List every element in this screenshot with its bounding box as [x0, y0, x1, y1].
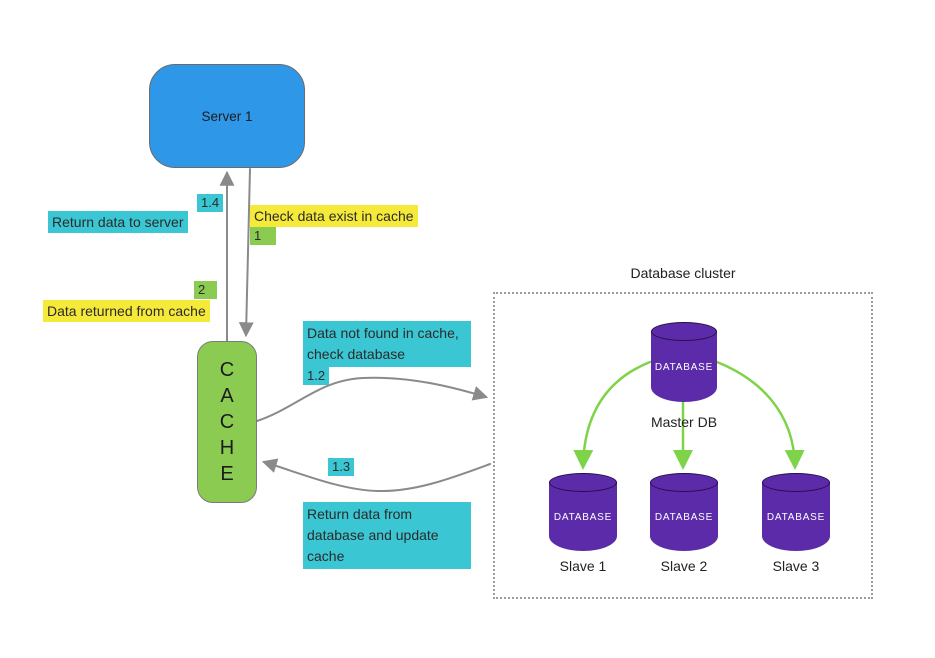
label-return-data-from-db: Return data from database and update cac…: [303, 502, 471, 569]
cache-letter: A: [220, 385, 234, 407]
slave-2-caption: Slave 2: [660, 558, 708, 574]
cylinder-top: [650, 473, 718, 492]
cylinder-body: [549, 482, 617, 551]
database-cluster-title: Database cluster: [630, 265, 736, 281]
badge-step-1: 1: [250, 227, 276, 245]
master-db-cylinder: DATABASE: [651, 322, 717, 402]
server-label: Server 1: [201, 108, 253, 124]
master-db-caption: Master DB: [650, 414, 718, 430]
arrow-database-to-cache: [261, 458, 491, 493]
slave-1-cylinder: DATABASE: [549, 473, 617, 551]
badge-step-1-3: 1.3: [328, 458, 355, 476]
slave-3-cylinder: DATABASE: [762, 473, 830, 551]
cache-letter: C: [219, 359, 235, 381]
database-cluster-box: [493, 292, 873, 599]
cylinder-body: [762, 482, 830, 551]
cylinder-top: [762, 473, 830, 492]
arrow-cache-to-database: [256, 376, 489, 422]
cylinder-top: [651, 322, 717, 341]
slave-2-cylinder: DATABASE: [650, 473, 718, 551]
arrow-server-to-cache: [238, 168, 254, 338]
cache-node: C A C H E: [197, 341, 257, 503]
label-return-data-to-server: Return data to server: [48, 211, 188, 233]
label-check-data-exist: Check data exist in cache: [250, 205, 418, 227]
server-node: Server 1: [149, 64, 305, 168]
badge-step-1-4: 1.4: [197, 194, 224, 212]
cache-letter: C: [219, 411, 235, 433]
database-label: DATABASE: [766, 511, 826, 523]
database-label: DATABASE: [654, 511, 714, 523]
database-label: DATABASE: [654, 361, 714, 373]
badge-step-2: 2: [194, 281, 217, 299]
cache-letter: H: [219, 437, 235, 459]
slave-3-caption: Slave 3: [772, 558, 820, 574]
cache-letter: E: [220, 463, 234, 485]
label-data-not-found: Data not found in cache, check database: [303, 321, 471, 367]
label-data-returned-from-cache: Data returned from cache: [43, 300, 210, 322]
cylinder-top: [549, 473, 617, 492]
database-label: DATABASE: [553, 511, 613, 523]
slave-1-caption: Slave 1: [559, 558, 607, 574]
badge-step-1-2: 1.2: [303, 367, 330, 385]
cylinder-body: [651, 331, 717, 402]
cylinder-body: [650, 482, 718, 551]
